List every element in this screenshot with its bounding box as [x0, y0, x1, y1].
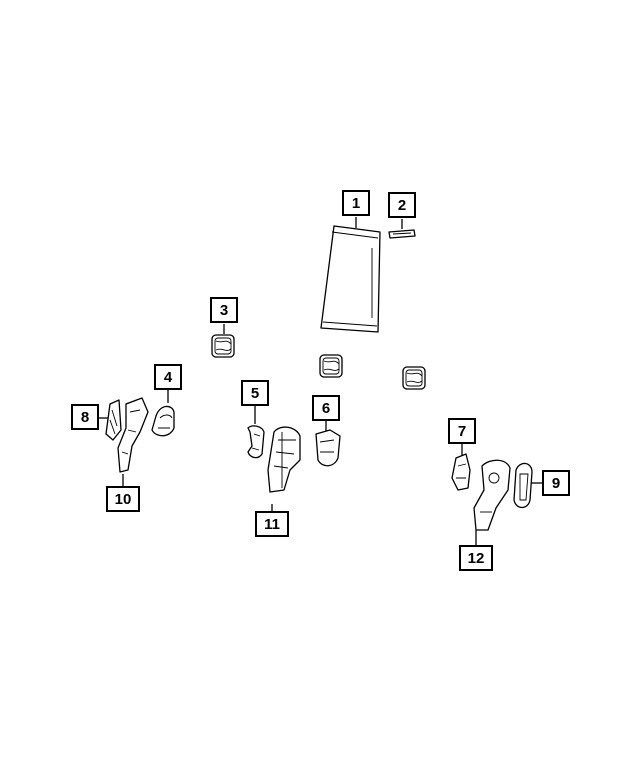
callout-10[interactable]: 10 [106, 486, 140, 512]
leader-lines [99, 217, 542, 545]
callout-4[interactable]: 4 [154, 364, 182, 390]
part-3-cover-plate [211, 334, 235, 358]
callout-5[interactable]: 5 [241, 380, 269, 406]
part-8-trim [105, 399, 122, 441]
part-1-seat-back-panel [320, 225, 381, 333]
callout-8[interactable]: 8 [71, 404, 99, 430]
callout-1[interactable]: 1 [342, 190, 370, 216]
callout-12[interactable]: 12 [459, 545, 493, 571]
callout-11[interactable]: 11 [255, 511, 289, 537]
part-10-hinge-bracket [117, 397, 149, 473]
part-9-end-cap [513, 462, 533, 509]
callout-6[interactable]: 6 [312, 395, 340, 421]
part-4-curved-bracket [151, 405, 175, 437]
callout-7[interactable]: 7 [448, 418, 476, 444]
part-7-small-hinge [451, 453, 471, 491]
part-12-right-bracket [473, 459, 511, 531]
callout-3[interactable]: 3 [210, 297, 238, 323]
cover-plate-right [402, 366, 426, 390]
part-6-hook-bracket [315, 429, 341, 467]
part-2-bracket [388, 229, 416, 239]
part-5-clamp [247, 425, 265, 459]
callout-2[interactable]: 2 [388, 192, 416, 218]
callout-9[interactable]: 9 [542, 470, 570, 496]
part-11-center-support [267, 426, 301, 493]
cover-plate-center [319, 354, 343, 378]
